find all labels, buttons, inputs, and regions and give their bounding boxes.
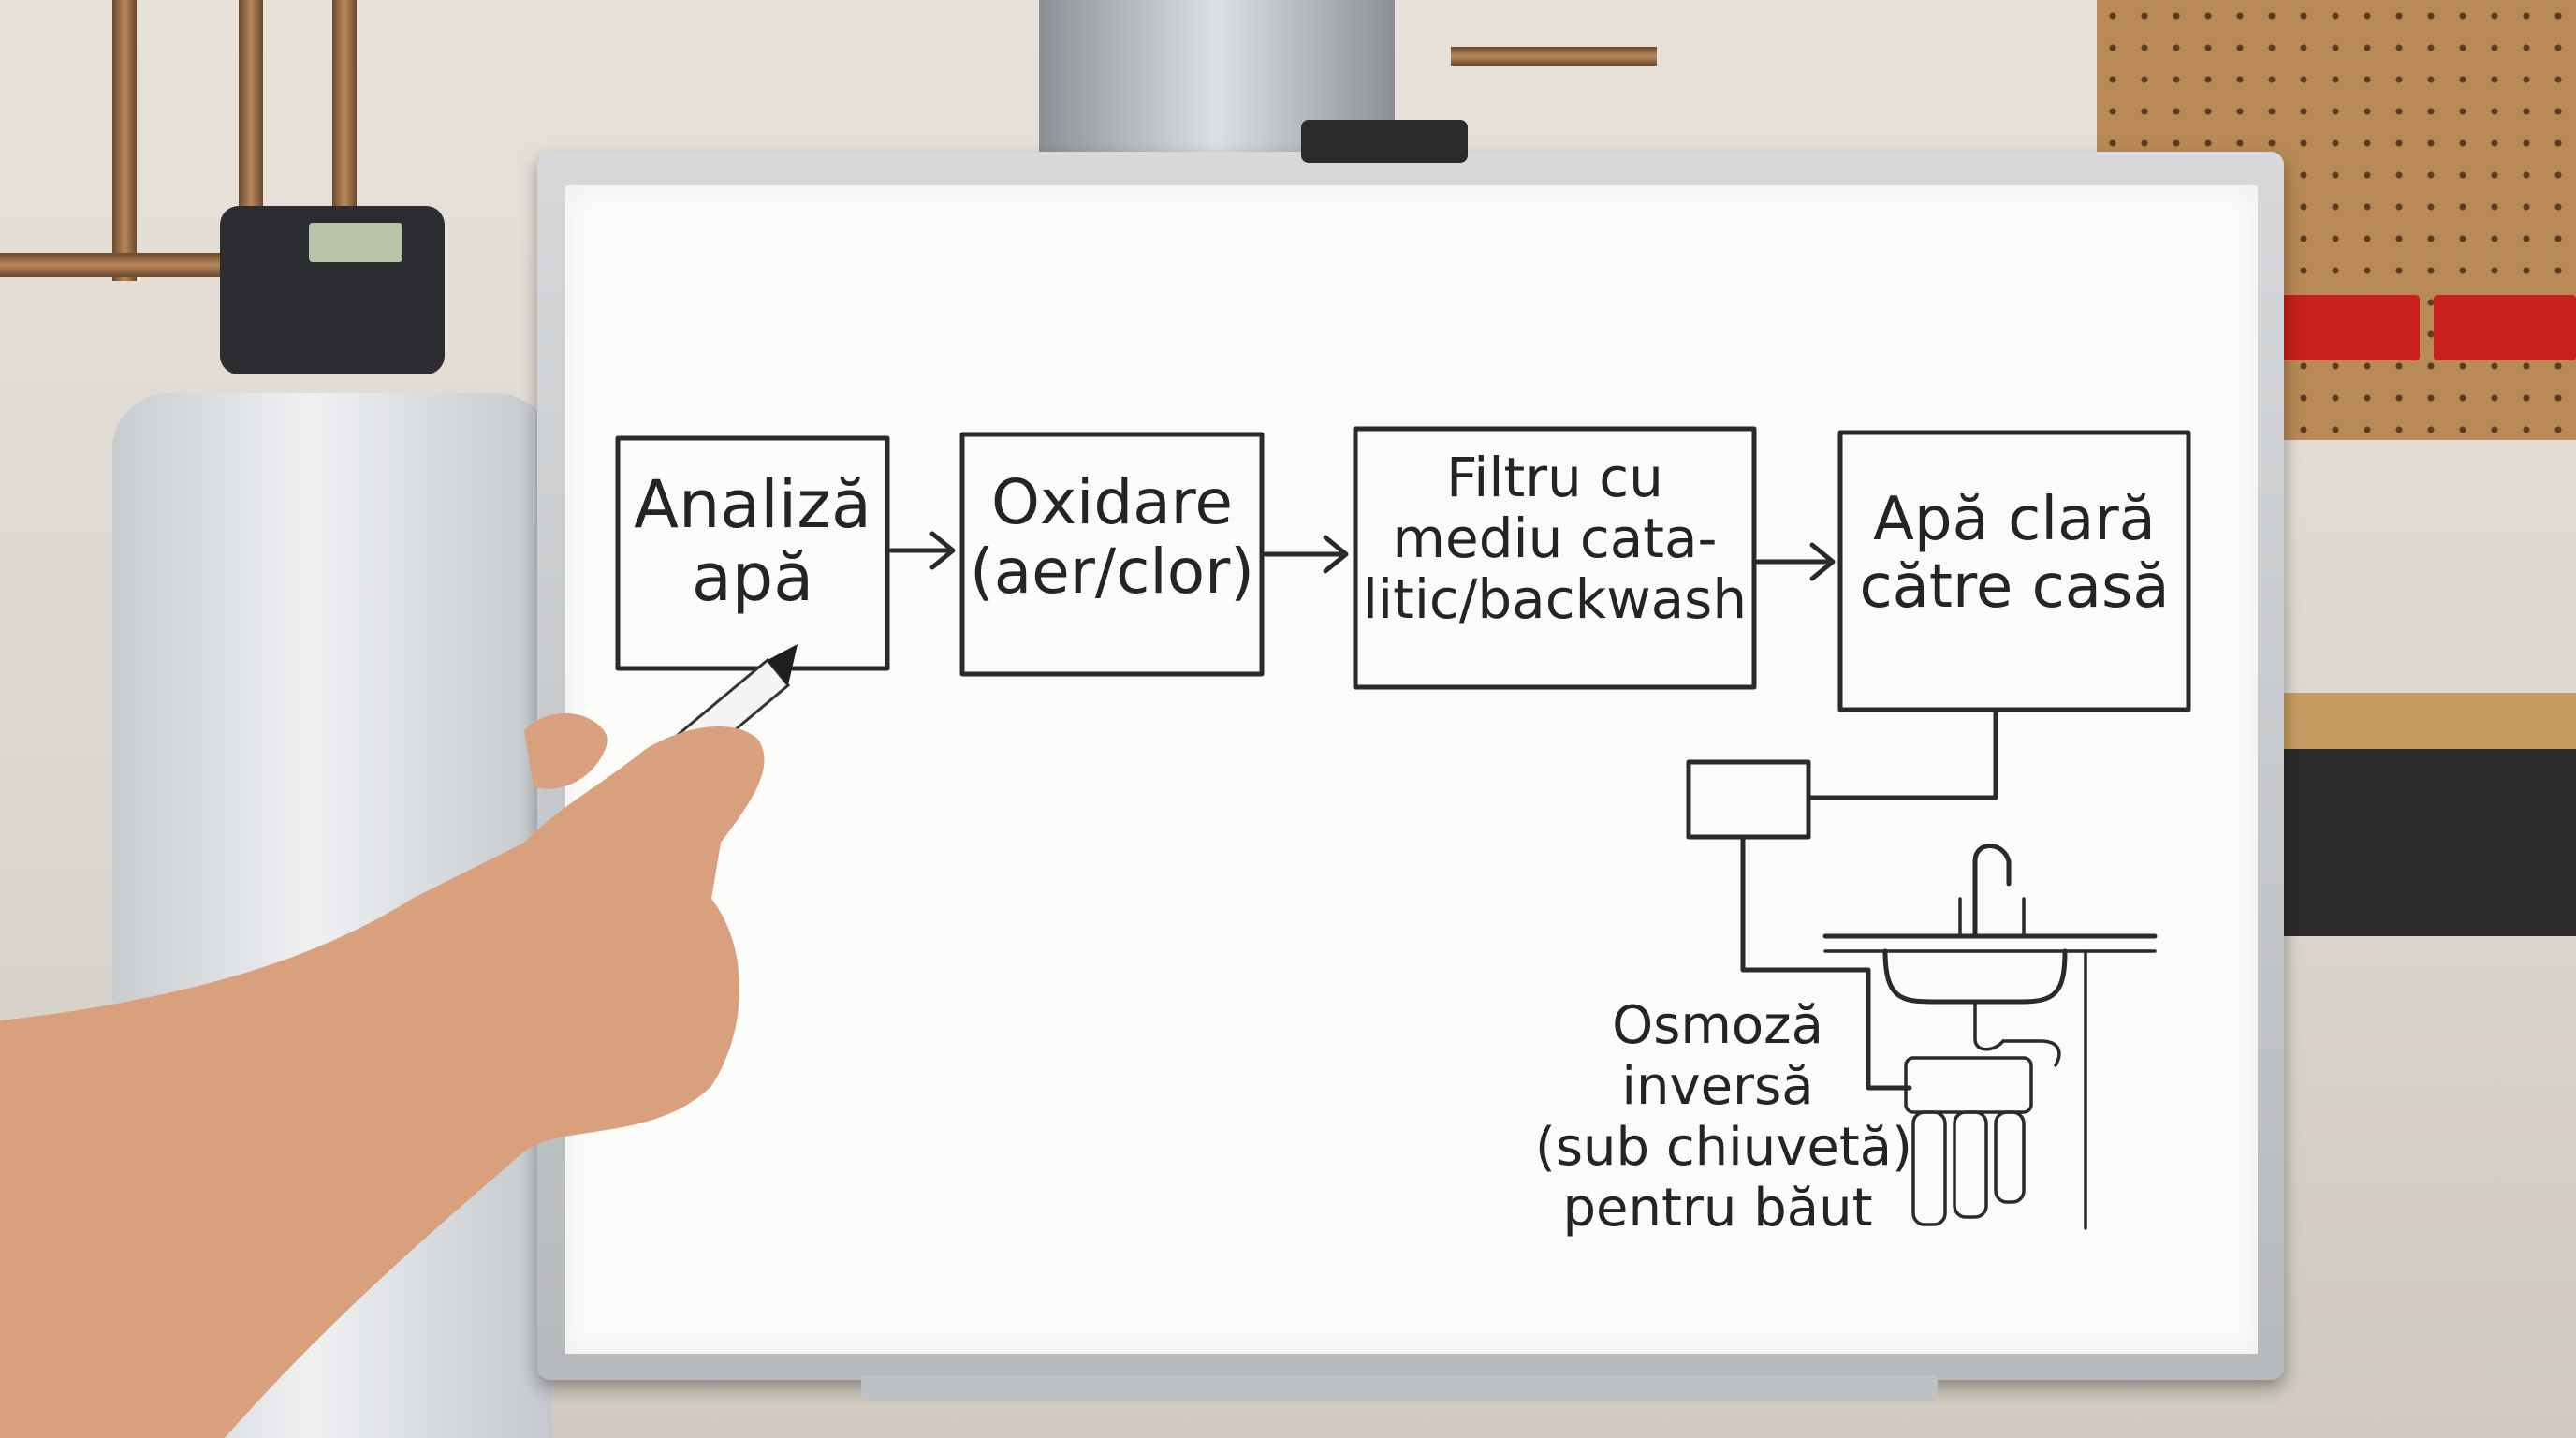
finger [524,713,608,789]
forearm [0,726,764,1438]
